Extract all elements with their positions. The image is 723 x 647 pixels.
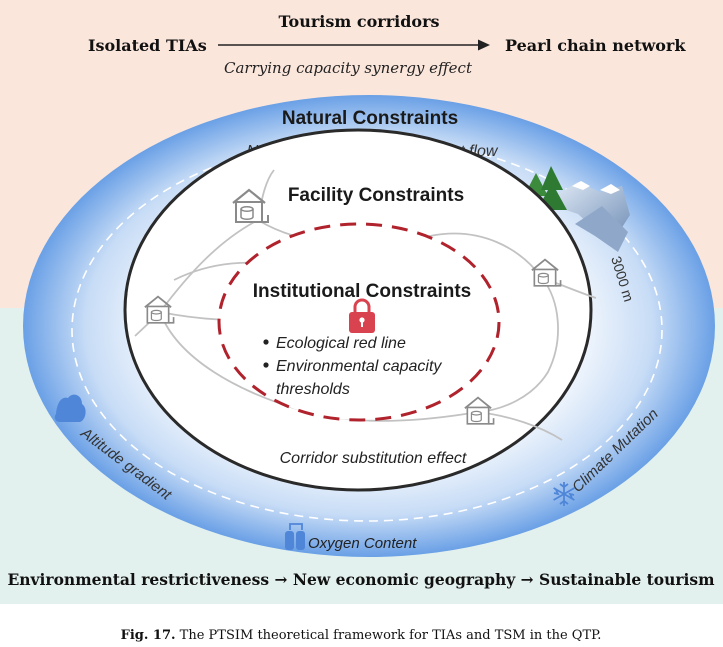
thresholds-item-continuation: thresholds — [276, 381, 350, 398]
oxygen-cylinder-icon — [285, 523, 305, 550]
tourism-corridors-label: Tourism corridors — [278, 12, 439, 31]
bottom-flow-text: Environmental restrictiveness → New econ… — [7, 570, 715, 589]
caption-band — [0, 604, 723, 647]
lock-icon — [349, 298, 375, 333]
environmental-capacity-item: Environmental capacity — [276, 358, 442, 375]
isolated-tias-label: Isolated TIAs — [88, 36, 207, 55]
snowflake-icon — [553, 482, 575, 506]
flow-arrow-head — [478, 39, 490, 51]
caption-text: The PTSIM theoretical framework for TIAs… — [180, 628, 602, 643]
bullet-dot — [263, 339, 269, 345]
natural-constraints-title: Natural Constraints — [282, 108, 458, 129]
facility-building-icon — [232, 188, 269, 223]
synergy-effect-label: Carrying capacity synergy effect — [224, 59, 473, 77]
ecological-red-line-item: Ecological red line — [276, 335, 406, 352]
figure-caption: Fig. 17. The PTSIM theoretical framework… — [121, 628, 602, 643]
caption-label: Fig. 17. — [121, 628, 176, 643]
facility-building-icon — [144, 295, 175, 324]
pearl-chain-label: Pearl chain network — [505, 36, 686, 55]
oxygen-content-label: Oxygen Content — [308, 535, 417, 552]
facility-building-icon — [464, 396, 495, 425]
bullet-dot — [263, 362, 269, 368]
facility-building-icon — [531, 258, 562, 287]
mountain-shape-icon — [54, 394, 86, 422]
institutional-constraints-title: Institutional Constraints — [253, 281, 472, 302]
facility-constraints-title: Facility Constraints — [288, 185, 464, 206]
corridor-substitution-label: Corridor substitution effect — [280, 450, 467, 467]
